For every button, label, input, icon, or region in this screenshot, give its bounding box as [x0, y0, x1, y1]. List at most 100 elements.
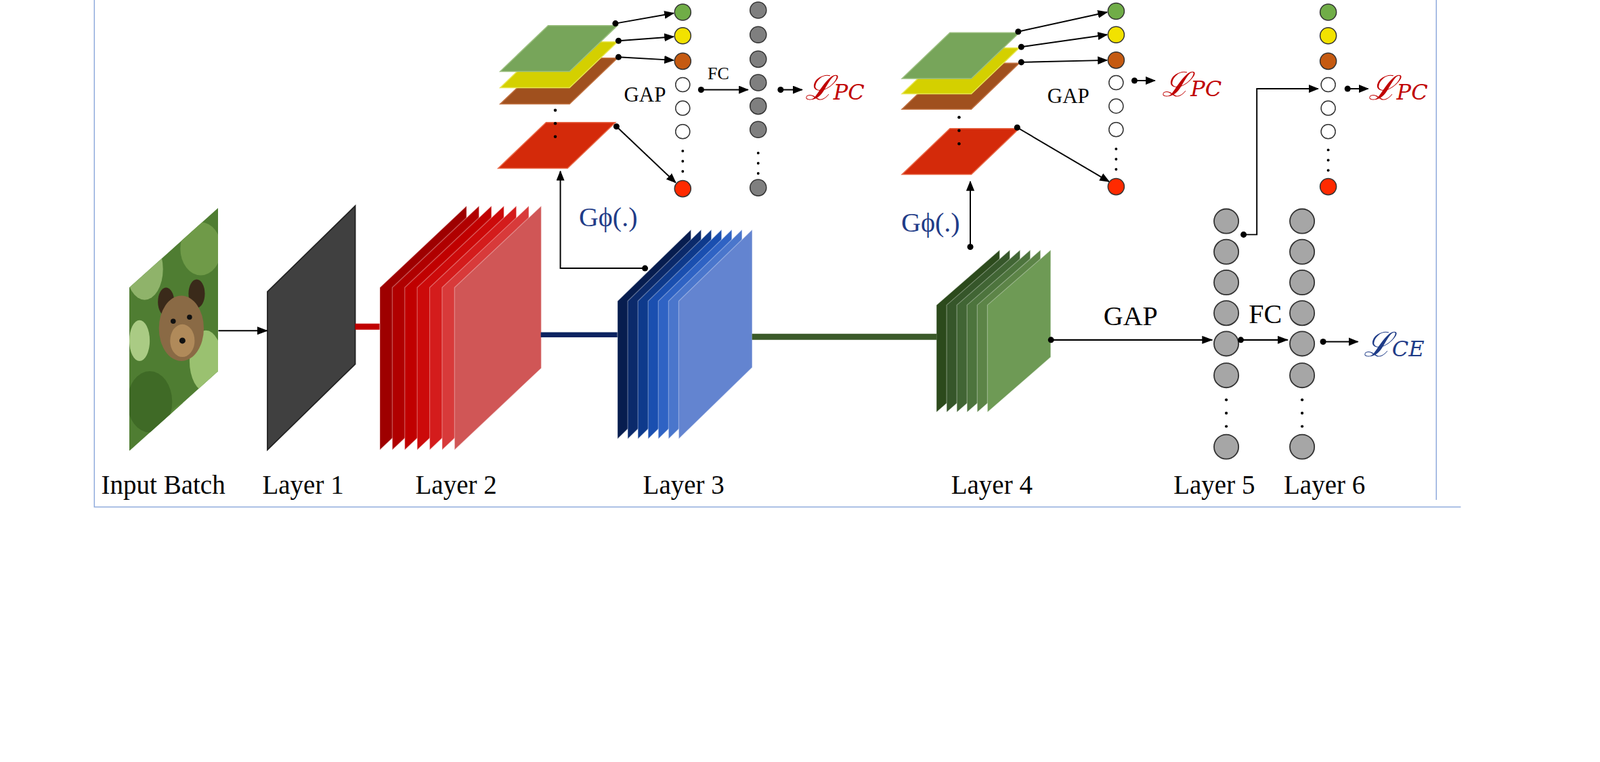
operation-label: FC	[707, 63, 730, 84]
layer-label: Layer 4	[951, 469, 1033, 500]
pooled-unit	[1107, 3, 1124, 20]
arrow-dot	[1014, 28, 1022, 35]
ellipsis-dot	[1327, 158, 1330, 162]
loss-label: ℒPC	[1161, 66, 1222, 104]
arrow-dot	[615, 54, 622, 61]
neuron-circle	[1289, 270, 1315, 295]
neuron-circle	[1289, 362, 1315, 388]
pooled-unit	[675, 100, 690, 116]
ellipsis-dot	[757, 171, 760, 175]
feature-stack: Layer 2	[379, 205, 542, 450]
arrow-dot	[1131, 77, 1138, 84]
pool-arrow	[1021, 34, 1108, 47]
pooled-unit	[674, 27, 691, 45]
layer-label: Layer 6	[1283, 469, 1366, 500]
ellipsis-dot	[1224, 411, 1228, 415]
loss-label: ℒPC	[1368, 69, 1429, 107]
feature-stack: Layer 3	[617, 229, 753, 439]
feature-stack: Layer 4	[936, 249, 1051, 413]
arrow-dot	[1320, 338, 1327, 345]
connector	[541, 332, 618, 338]
ellipsis-dot	[757, 151, 760, 155]
pooled-unit	[1107, 26, 1124, 43]
frame-line	[94, 0, 1461, 507]
pool-arrow	[1021, 60, 1108, 63]
pooled-unit	[1109, 75, 1124, 90]
loss-arrow	[1347, 88, 1368, 90]
layer-slab-shape	[267, 205, 356, 450]
pooled-unit	[1320, 4, 1337, 21]
connector	[1241, 339, 1288, 341]
pooled-unit	[1321, 124, 1336, 139]
foliage-patch	[126, 239, 164, 300]
pooled-unit	[674, 180, 691, 198]
pooled-unit	[1320, 52, 1337, 70]
feature-plane	[500, 25, 618, 72]
node-shape	[1287, 207, 1317, 462]
arrow-dot	[777, 86, 784, 93]
neuron-column: Layer 5	[1212, 207, 1241, 462]
fc-unit	[750, 121, 767, 138]
pool-arrow	[618, 36, 674, 41]
pool-arrow	[618, 56, 674, 61]
neuron-circle	[1214, 239, 1239, 265]
ellipsis-dot	[957, 129, 961, 133]
ellipsis-dot	[1300, 398, 1304, 402]
neuron-circle	[1214, 301, 1239, 326]
pooled-unit	[1107, 178, 1124, 196]
node-shape	[1212, 207, 1241, 462]
node-shape	[379, 205, 542, 450]
arrow-dot	[1344, 85, 1351, 93]
neuron-circle	[1214, 362, 1239, 388]
pooled-unit	[1109, 98, 1124, 114]
foliage-patch	[127, 371, 172, 433]
node-shape	[267, 205, 356, 450]
ellipsis-dot	[1114, 147, 1118, 151]
layer-slab: Layer 1	[267, 205, 356, 450]
fc-unit	[750, 74, 767, 91]
fc-unit	[750, 2, 767, 19]
feature-plane	[500, 41, 618, 89]
connector	[1050, 339, 1213, 341]
feature-map-plane	[454, 205, 542, 450]
feature-plane	[901, 128, 1020, 175]
ellipsis-dot	[1114, 167, 1118, 171]
foliage-patch	[180, 222, 222, 276]
neuron-circle	[1214, 209, 1239, 234]
ellipsis-dot	[1114, 157, 1118, 161]
connector	[752, 333, 938, 340]
ellipsis-dot	[553, 108, 558, 112]
loss-arrow	[1134, 79, 1155, 82]
layer-label: Layer 1	[262, 469, 344, 500]
pool-arrow	[1018, 12, 1108, 32]
edge-label: FC	[1248, 299, 1282, 330]
projection-arrow	[969, 181, 971, 247]
fc-unit	[750, 50, 767, 68]
arrow-dot	[966, 243, 974, 250]
node-shape	[129, 207, 219, 451]
ellipsis-dot	[1224, 425, 1228, 428]
arrow-dot	[641, 265, 648, 272]
pool-arrow	[616, 126, 676, 183]
dog-head	[159, 295, 204, 361]
pooled-unit	[1320, 27, 1337, 45]
operation-label: GAP	[1047, 84, 1090, 108]
ellipsis-dot	[957, 142, 961, 146]
loss-label: ℒPC	[805, 69, 865, 107]
projection-arrow	[1243, 88, 1319, 235]
ellipsis-dot	[553, 121, 558, 126]
fc-unit	[750, 26, 767, 43]
pooled-unit	[1107, 52, 1124, 69]
connector	[218, 329, 268, 332]
arrow-dot	[612, 20, 619, 27]
projection-arrow	[560, 171, 646, 269]
ellipsis-dot	[681, 159, 684, 163]
ellipsis-dot	[681, 149, 684, 153]
neuron-circle	[1214, 270, 1239, 295]
node-shape	[936, 249, 1051, 413]
neuron-circle	[1289, 209, 1315, 234]
dog-nose	[179, 337, 186, 344]
connector	[354, 323, 380, 330]
